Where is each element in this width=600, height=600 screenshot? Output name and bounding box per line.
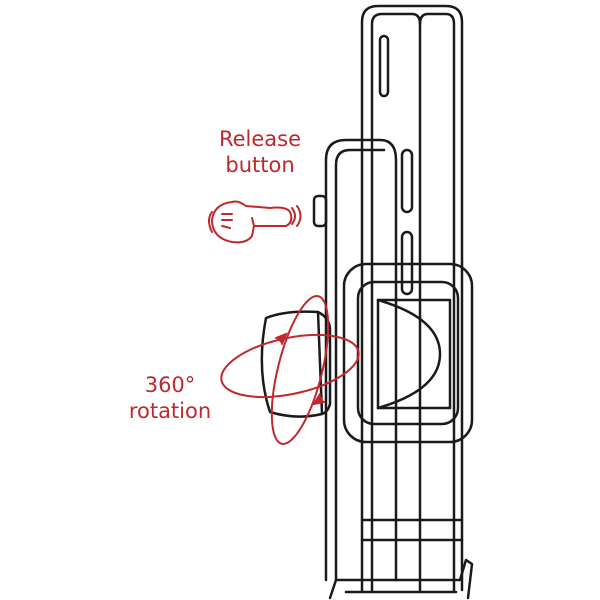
release-label-line2: button [225, 153, 295, 177]
mount-back-plate [324, 138, 414, 582]
release-button-label: Release button [205, 126, 315, 178]
rotation-label-line1: 360° [144, 373, 196, 397]
pointing-hand-icon [208, 200, 302, 244]
bottom-clip [328, 558, 474, 600]
phone-outline [360, 4, 464, 592]
rotation-label-line2: rotation [128, 399, 212, 423]
clamp-head [342, 262, 474, 444]
release-button[interactable] [312, 194, 328, 228]
rotation-label: 360° rotation [120, 372, 220, 424]
rotation-arrows-icon [220, 295, 360, 445]
release-label-line1: Release [218, 127, 302, 151]
rotation-knob[interactable] [260, 310, 332, 418]
